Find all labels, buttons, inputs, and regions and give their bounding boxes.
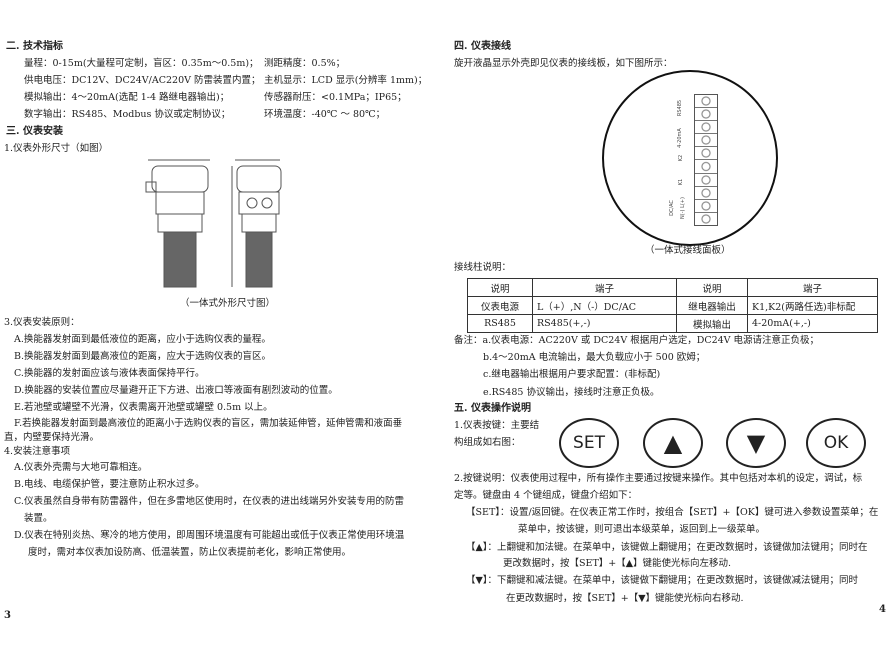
wiring-panel-circle: RS485 4-20mA K2 K1 N(-) L(+) DC/AC	[602, 70, 778, 246]
spec-digital: 数字输出：RS485、Modbus 协议或定制协议；	[24, 109, 231, 120]
table-cell: RS485	[467, 314, 533, 333]
wiring-intro: 旋开液晶显示外壳即见仪表的接线板，如下图所示：	[454, 58, 673, 69]
page-number-left: 3	[4, 610, 11, 621]
remark-b: b.4～20mA 电流输出，最大负载应小于 500 欧姆；	[483, 352, 706, 363]
panel-label-4-20ma: 4-20mA	[676, 128, 683, 148]
key-desc-down: 【▼】：下翻键和减法键。在菜单中，该键做下翻键用；在更改数据时，该键做减法键用；…	[466, 575, 859, 586]
spec-accuracy: 测距精度：0.5%；	[264, 58, 346, 69]
key-desc-up-cont: 更改数据时，按【SET】+【▲】键能使光标向左移动.	[503, 558, 732, 569]
table-header: 说明	[467, 278, 533, 297]
table-cell: K1,K2(两路任选)非标配	[747, 296, 878, 315]
spec-range: 量程：0-15m(大量程可定制，盲区：0.35m～0.5m)；	[24, 58, 259, 69]
table-header: 端子	[532, 278, 677, 297]
spec-display: 主机显示：LCD 显示(分辨率 1mm)；	[264, 75, 428, 86]
panel-label-k1: K1	[678, 178, 685, 186]
note-a: A.仪表外壳需与大地可靠相连。	[14, 462, 148, 473]
note-c: C.仪表虽然自身带有防雷器件，但在多雷地区使用时，在仪表的进出线端另外安装专用的…	[14, 496, 404, 507]
rule-c: C.换能器的发射面应该与液体表面保持平行。	[14, 368, 205, 379]
table-header: 端子	[747, 278, 878, 297]
keys-intro-1: 1.仪表按键：主要结	[454, 420, 540, 431]
section-title-specs: 二. 技术指标	[6, 41, 63, 52]
key-desc-down-cont: 在更改数据时，按【SET】+【▼】键能使光标向右移动.	[506, 593, 744, 604]
key-desc-up: 【▲】：上翻键和加法键。在菜单中，该键做上翻键用；在更改数据时，该键做加法键用；…	[466, 542, 868, 553]
panel-caption: （一体式接线面板）	[645, 245, 731, 256]
note-b: B.电线、电缆保护管，要注意防止积水过多。	[14, 479, 205, 490]
table-cell: 模拟输出	[676, 314, 748, 333]
up-key: ▲	[643, 418, 703, 468]
table-cell: 仪表电源	[467, 296, 533, 315]
table-cell: 继电器输出	[676, 296, 748, 315]
spec-power: 供电电压：DC12V、DC24V/AC220V 防雷装置内置；	[24, 75, 261, 86]
rule-e: E.若池壁或罐壁不光滑，仪表需离开池壁或罐壁 0.5m 以上。	[14, 402, 273, 413]
panel-label-rs485: RS485	[677, 99, 684, 117]
note-d: D.仪表在特别炎热、寒冷的地方使用，即周围环境温度有可能超出或低于仪表正常使用环…	[14, 530, 405, 541]
ok-key: OK	[806, 418, 866, 468]
item-install-rules: 3.仪表安装原则：	[4, 317, 80, 328]
table-row: RS485 RS485(+,-) 模拟输出 4-20mA(+,-)	[467, 314, 878, 333]
item-dimensions: 1.仪表外形尺寸（如图）	[4, 143, 109, 154]
set-key: SET	[559, 418, 619, 468]
terminal-title: 接线柱说明：	[454, 262, 512, 273]
item-install-notes: 4.安装注意事项	[4, 446, 71, 457]
spec-pressure: 传感器耐压：<0.1MPa；IP65；	[264, 92, 407, 103]
rule-a: A.换能器发射面到最低液位的距离，应小于选购仪表的量程。	[14, 334, 271, 345]
spec-temp: 环境温度：-40℃ ～ 80℃；	[264, 109, 386, 120]
remark-a: 备注：a.仪表电源：AC220V 或 DC24V 根据用户选定，DC24V 电源…	[454, 335, 820, 346]
page-number-right: 4	[879, 604, 886, 615]
rule-b: B.换能器发射面到最高液位的距离，应大于选购仪表的盲区。	[14, 351, 272, 362]
key-desc-set-cont: 菜单中，按该键，则可退出本级菜单，返回到上一级菜单。	[518, 524, 766, 535]
remark-e: e.RS485 协议输出，接线时注意正负极。	[483, 387, 660, 398]
rule-d: D.换能器的安装位置应尽量避开正下方进、出液口等液面有剧烈波动的位置。	[14, 385, 338, 396]
rule-f: F.若换能器发射面到最高液位的距离小于选购仪表的盲区，需加装延伸管，延伸管需和液…	[14, 418, 403, 429]
section-title-install: 三. 仪表安装	[6, 126, 63, 137]
panel-label-k2: K2	[678, 154, 685, 162]
key-desc-set: 【SET】：设置/返回键。在仪表正常工作时，按组合【SET】+【OK】键可进入参…	[466, 507, 879, 518]
dimension-drawing	[145, 159, 282, 288]
key-desc-intro-cont: 定等。键盘由 4 个键组成，键盘介绍如下：	[454, 490, 638, 501]
table-header: 说明	[676, 278, 748, 297]
note-d-cont: 度时，需对本仪表加设防高、低温装置，防止仪表提前老化，影响正常使用。	[28, 547, 352, 558]
terminal-block	[694, 94, 718, 226]
keys-intro-2: 构组成如右图：	[454, 437, 521, 448]
table-cell: RS485(+,-)	[532, 314, 677, 333]
spec-analog: 模拟输出：4～20mA(选配 1-4 路继电器输出)；	[24, 92, 230, 103]
table-header-row: 说明 端子 说明 端子	[467, 278, 878, 297]
terminal-table: 说明 端子 说明 端子 仪表电源 L（+）,N（-）DC/AC 继电器输出 K1…	[467, 278, 878, 333]
remark-c: c.继电器输出根据用户要求配置：(非标配)	[483, 369, 661, 380]
rule-f-cont: 直，内壁要保持光滑。	[4, 432, 100, 443]
table-row: 仪表电源 L（+）,N（-）DC/AC 继电器输出 K1,K2(两路任选)非标配	[467, 296, 878, 315]
down-key: ▼	[726, 418, 786, 468]
panel-label-power: N(-) L(+)	[679, 197, 686, 219]
key-desc-intro: 2.按键说明：仪表使用过程中，所有操作主要通过按键来操作。其中包括对本机的设定，…	[454, 473, 863, 484]
section-title-wiring: 四. 仪表接线	[454, 41, 511, 52]
note-c-cont: 装置。	[24, 513, 53, 524]
section-title-operation: 五. 仪表操作说明	[454, 403, 531, 414]
figure-caption-dimensions: （一体式外形尺寸图）	[180, 298, 276, 309]
table-cell: L（+）,N（-）DC/AC	[532, 296, 677, 315]
table-cell: 4-20mA(+,-)	[747, 314, 878, 333]
panel-label-dcac: DC/AC	[668, 200, 675, 216]
